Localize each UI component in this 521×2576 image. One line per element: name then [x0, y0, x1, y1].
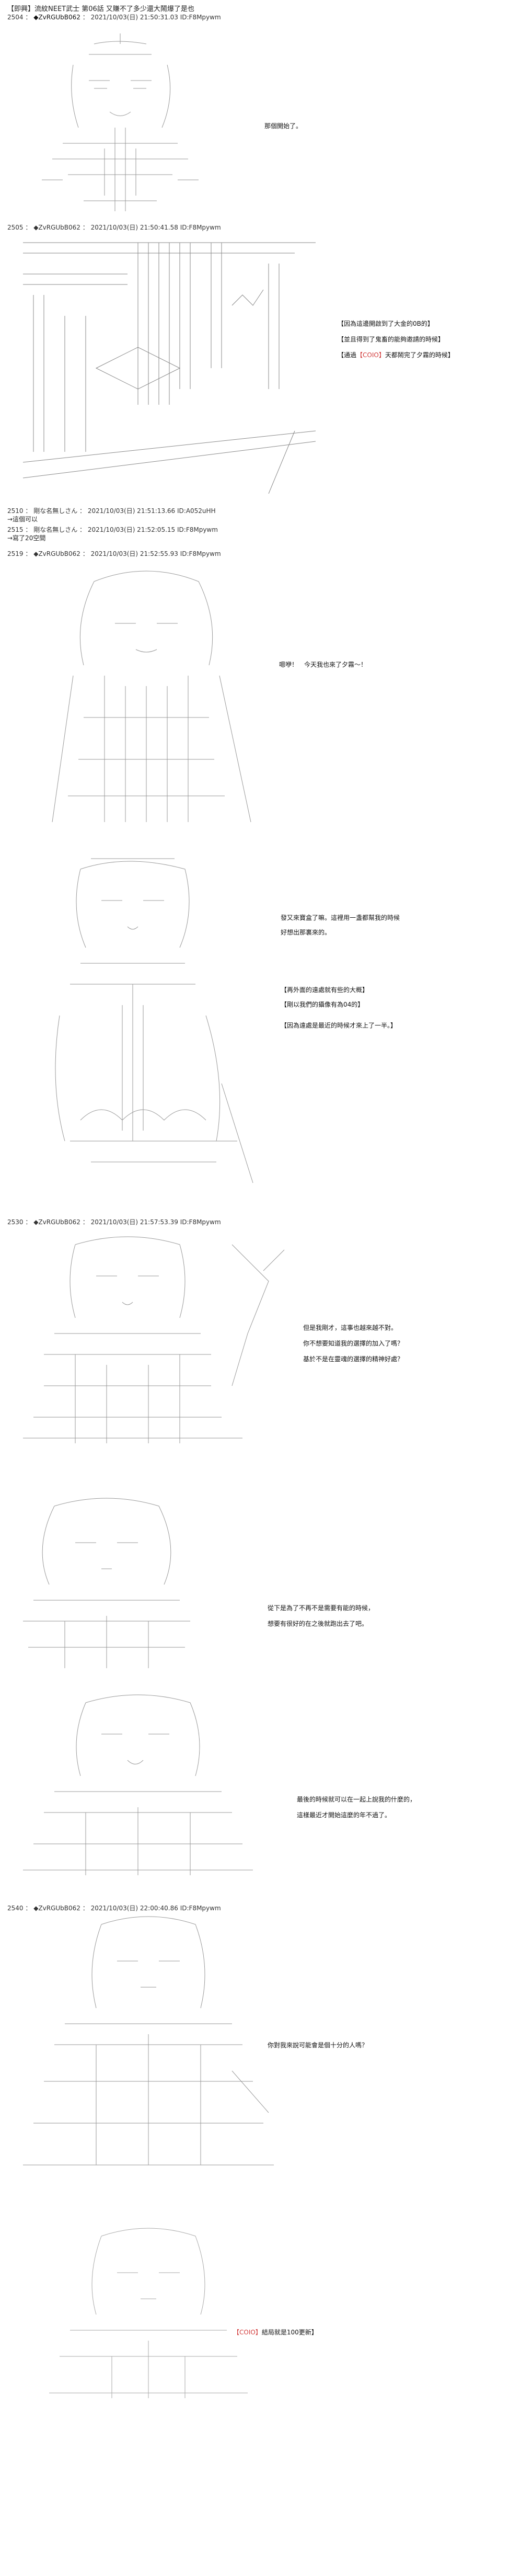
- ascii-art-figure: [49, 2228, 248, 2398]
- post-number: 2530: [7, 1218, 24, 1226]
- ascii-art-figure: [23, 1916, 274, 2165]
- post-date: 2021/10/03(日) 21:57:53.39: [90, 1218, 178, 1226]
- post-name: ◆ZvRGUbB062: [33, 224, 80, 231]
- narration-box: 【並且得到了鬼畜的能夠邀請的時候】: [338, 336, 445, 343]
- ascii-art-character: [49, 2226, 248, 2403]
- dialogue-line: 從下是為了不再不是需要有能的時候，: [268, 1604, 375, 1612]
- post-number: 2519: [7, 550, 24, 557]
- post-header: 2510 ： 剛な名無しさん ： 2021/10/03(日) 21:51:13.…: [7, 507, 216, 515]
- ascii-art-figure: [23, 1498, 190, 1668]
- narration-box: 【剛以我們的攝像有為04的】: [281, 1001, 364, 1008]
- post-number: 2510: [7, 507, 24, 515]
- ascii-art-scene: [23, 232, 316, 494]
- dialogue-line: 你對我來說可能會是個十分的人嗎？: [268, 2042, 368, 2049]
- narration-box: 【再外面的遠處就有些的大概】: [281, 986, 369, 994]
- post-header: 2515 ： 剛な名無しさん ： 2021/10/03(日) 21:52:05.…: [7, 526, 218, 533]
- ascii-art-character: [23, 1692, 258, 1880]
- post-header: 2505 ： ◆ZvRGUbB062 ： 2021/10/03(日) 21:50…: [7, 224, 221, 231]
- ascii-art: [31, 23, 204, 216]
- dialogue-line: 最後的時候就可以在一起上說我的什麼的，: [297, 1796, 416, 1803]
- post-id: ID:F8Mpywm: [180, 550, 221, 557]
- post-name: 剛な名無しさん: [33, 526, 78, 533]
- highlight-text: 【COIO】: [356, 351, 385, 359]
- dialogue-line: 那個開始了。: [264, 122, 303, 130]
- ascii-art-room: [23, 242, 316, 494]
- ascii-art-figure: [55, 858, 253, 1183]
- ascii-art-character: [23, 1914, 274, 2175]
- post-number: 2515: [7, 526, 24, 533]
- dialogue-line: 發又來寶盒了嘛。這裡用一盞都幫我的時候: [281, 914, 400, 921]
- page-title: 【即興】流紋NEET武士 第06話 又賺不了多少還大鬧爆了是也: [7, 5, 194, 13]
- post-header: 2540 ： ◆ZvRGUbB062 ： 2021/10/03(日) 22:00…: [7, 1905, 221, 1912]
- narration-box: 【通過【COIO】天都鬧完了夕霧的時候】: [338, 351, 454, 359]
- ascii-art-figure: [23, 1694, 253, 1875]
- post-date: 2021/10/03(日) 21:52:55.93: [90, 550, 178, 557]
- ascii-art-figure: [23, 1236, 285, 1443]
- post-header: 2504 ： ◆ZvRGUbB062 ： 2021/10/03(日) 21:50…: [7, 14, 221, 21]
- dialogue-line: 但是我剛才，這事也越來越不對。: [303, 1324, 398, 1331]
- post-id: ID:F8Mpywm: [180, 224, 221, 231]
- ascii-art-character: [49, 848, 258, 1183]
- dialogue-line: 想要有很好的在之後就跑出去了吧。: [268, 1620, 368, 1627]
- post-id: ID:F8Mpywm: [180, 1218, 221, 1226]
- ascii-art-character: [31, 561, 261, 827]
- post-id: ID:F8Mpywm: [180, 14, 221, 21]
- post-date: 2021/10/03(日) 22:00:40.86: [90, 1905, 178, 1912]
- post-header: 2530 ： ◆ZvRGUbB062 ： 2021/10/03(日) 21:57…: [7, 1218, 221, 1226]
- ascii-art-figure: [52, 571, 251, 823]
- dialogue-line: 這樣最近才開始這麼的年不過了。: [297, 1811, 391, 1819]
- post-name: ◆ZvRGUbB062: [33, 550, 80, 557]
- post-name: ◆ZvRGUbB062: [33, 1218, 80, 1226]
- post-number: 2504: [7, 14, 24, 21]
- ascii-art-character: [23, 1229, 295, 1449]
- reply-text: →這個可以: [7, 516, 38, 523]
- highlight-text: 【COIO】: [233, 2329, 262, 2336]
- post-number: 2505: [7, 224, 24, 231]
- post-name: ◆ZvRGUbB062: [33, 1905, 80, 1912]
- post-date: 2021/10/03(日) 21:50:41.58: [90, 224, 178, 231]
- dialogue-line: 你不想要知道我的選擇的加入了嗎？: [303, 1340, 404, 1347]
- reply-text: →寫了20空間: [7, 534, 46, 542]
- post-date: 2021/10/03(日) 21:51:13.66: [87, 507, 176, 515]
- dialogue-line: 好想出那裏來的。: [281, 929, 331, 936]
- post-id: ID:A052uHH: [177, 507, 216, 515]
- post-name: ◆ZvRGUbB062: [33, 14, 80, 21]
- ascii-art-character: [23, 1496, 190, 1668]
- dialogue-line: 嗯咿！ 今天我也來了夕霧～！: [279, 661, 367, 668]
- narration-box: 【因為遠處是最近的時候才來上了一半。】: [281, 1022, 397, 1029]
- post-date: 2021/10/03(日) 21:52:05.15: [87, 526, 176, 533]
- post-number: 2540: [7, 1905, 24, 1912]
- ascii-art-figure: [42, 33, 199, 211]
- post-date: 2021/10/03(日) 21:50:31.03: [90, 14, 178, 21]
- post-id: ID:F8Mpywm: [180, 1905, 221, 1912]
- dialogue-line: 基於不是在靈魂的選擇的精神好處？: [303, 1355, 404, 1363]
- narration-box: 【COIO】結局就是100更新】: [233, 2329, 318, 2336]
- post-header: 2519 ： ◆ZvRGUbB062 ： 2021/10/03(日) 21:52…: [7, 550, 221, 557]
- narration-box: 【因為這邊開啟到了大金的0B的】: [338, 320, 434, 327]
- post-id: ID:F8Mpywm: [177, 526, 218, 533]
- post-name: 剛な名無しさん: [33, 507, 78, 515]
